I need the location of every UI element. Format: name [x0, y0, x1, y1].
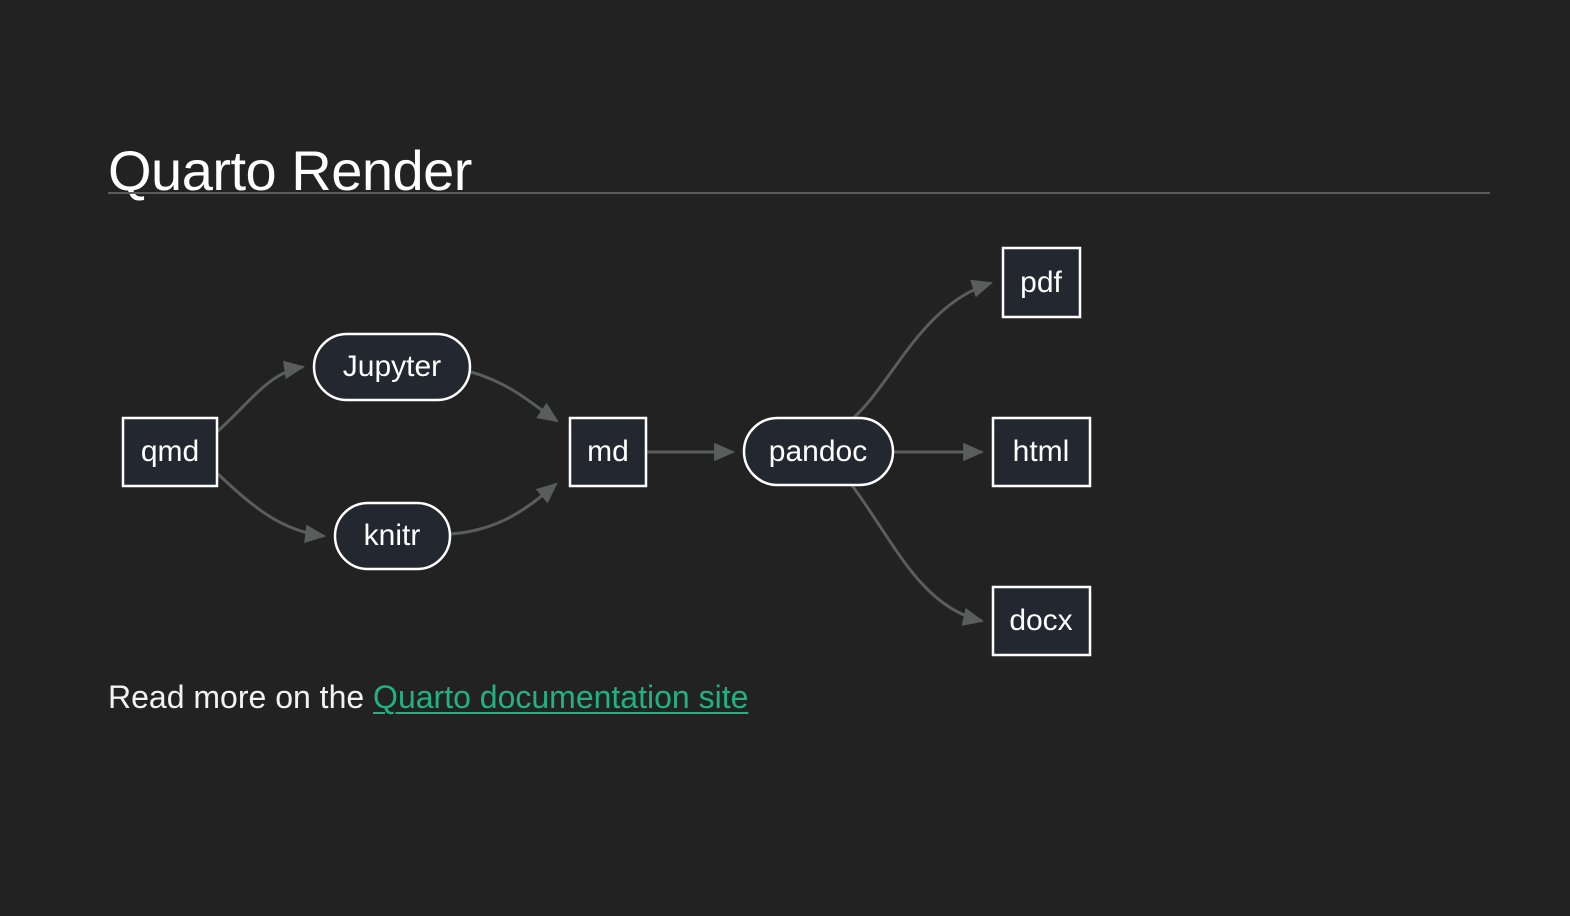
node-pdf[interactable]: pdf	[1001, 246, 1082, 319]
footer-text: Read more on the Quarto documentation si…	[108, 676, 748, 719]
page-title: Quarto Render	[108, 138, 472, 202]
node-html-label: html	[1013, 435, 1070, 468]
edge-knitr-to-md	[450, 482, 558, 536]
node-knitr-label: knitr	[364, 519, 421, 552]
node-docx[interactable]: docx	[991, 585, 1092, 657]
node-pandoc[interactable]: pandoc	[742, 416, 895, 487]
node-md[interactable]: md	[568, 416, 648, 488]
node-qmd-label: qmd	[141, 435, 199, 468]
quarto-documentation-link[interactable]: Quarto documentation site	[373, 679, 749, 715]
footer-lead-text: Read more on the	[108, 679, 374, 715]
edge-pandoc-to-docx	[849, 483, 985, 626]
node-qmd[interactable]: qmd	[121, 416, 219, 488]
node-md-label: md	[587, 435, 629, 468]
node-jupyter[interactable]: Jupyter	[312, 332, 472, 402]
node-pandoc-label: pandoc	[769, 435, 867, 468]
edge-pandoc-to-pdf	[850, 279, 994, 422]
diagram-edges	[216, 279, 994, 626]
node-pdf-label: pdf	[1020, 266, 1062, 299]
node-html[interactable]: html	[991, 416, 1092, 488]
node-docx-label: docx	[1009, 604, 1072, 637]
diagram-nodes: qmd Jupyter knitr md pandoc	[121, 246, 1092, 657]
edge-qmd-to-jupyter	[216, 360, 306, 433]
node-jupyter-label: Jupyter	[343, 350, 441, 383]
edge-jupyter-to-md	[470, 370, 559, 423]
node-knitr[interactable]: knitr	[333, 501, 452, 571]
edge-qmd-to-knitr	[216, 472, 327, 543]
title-divider	[108, 192, 1490, 194]
